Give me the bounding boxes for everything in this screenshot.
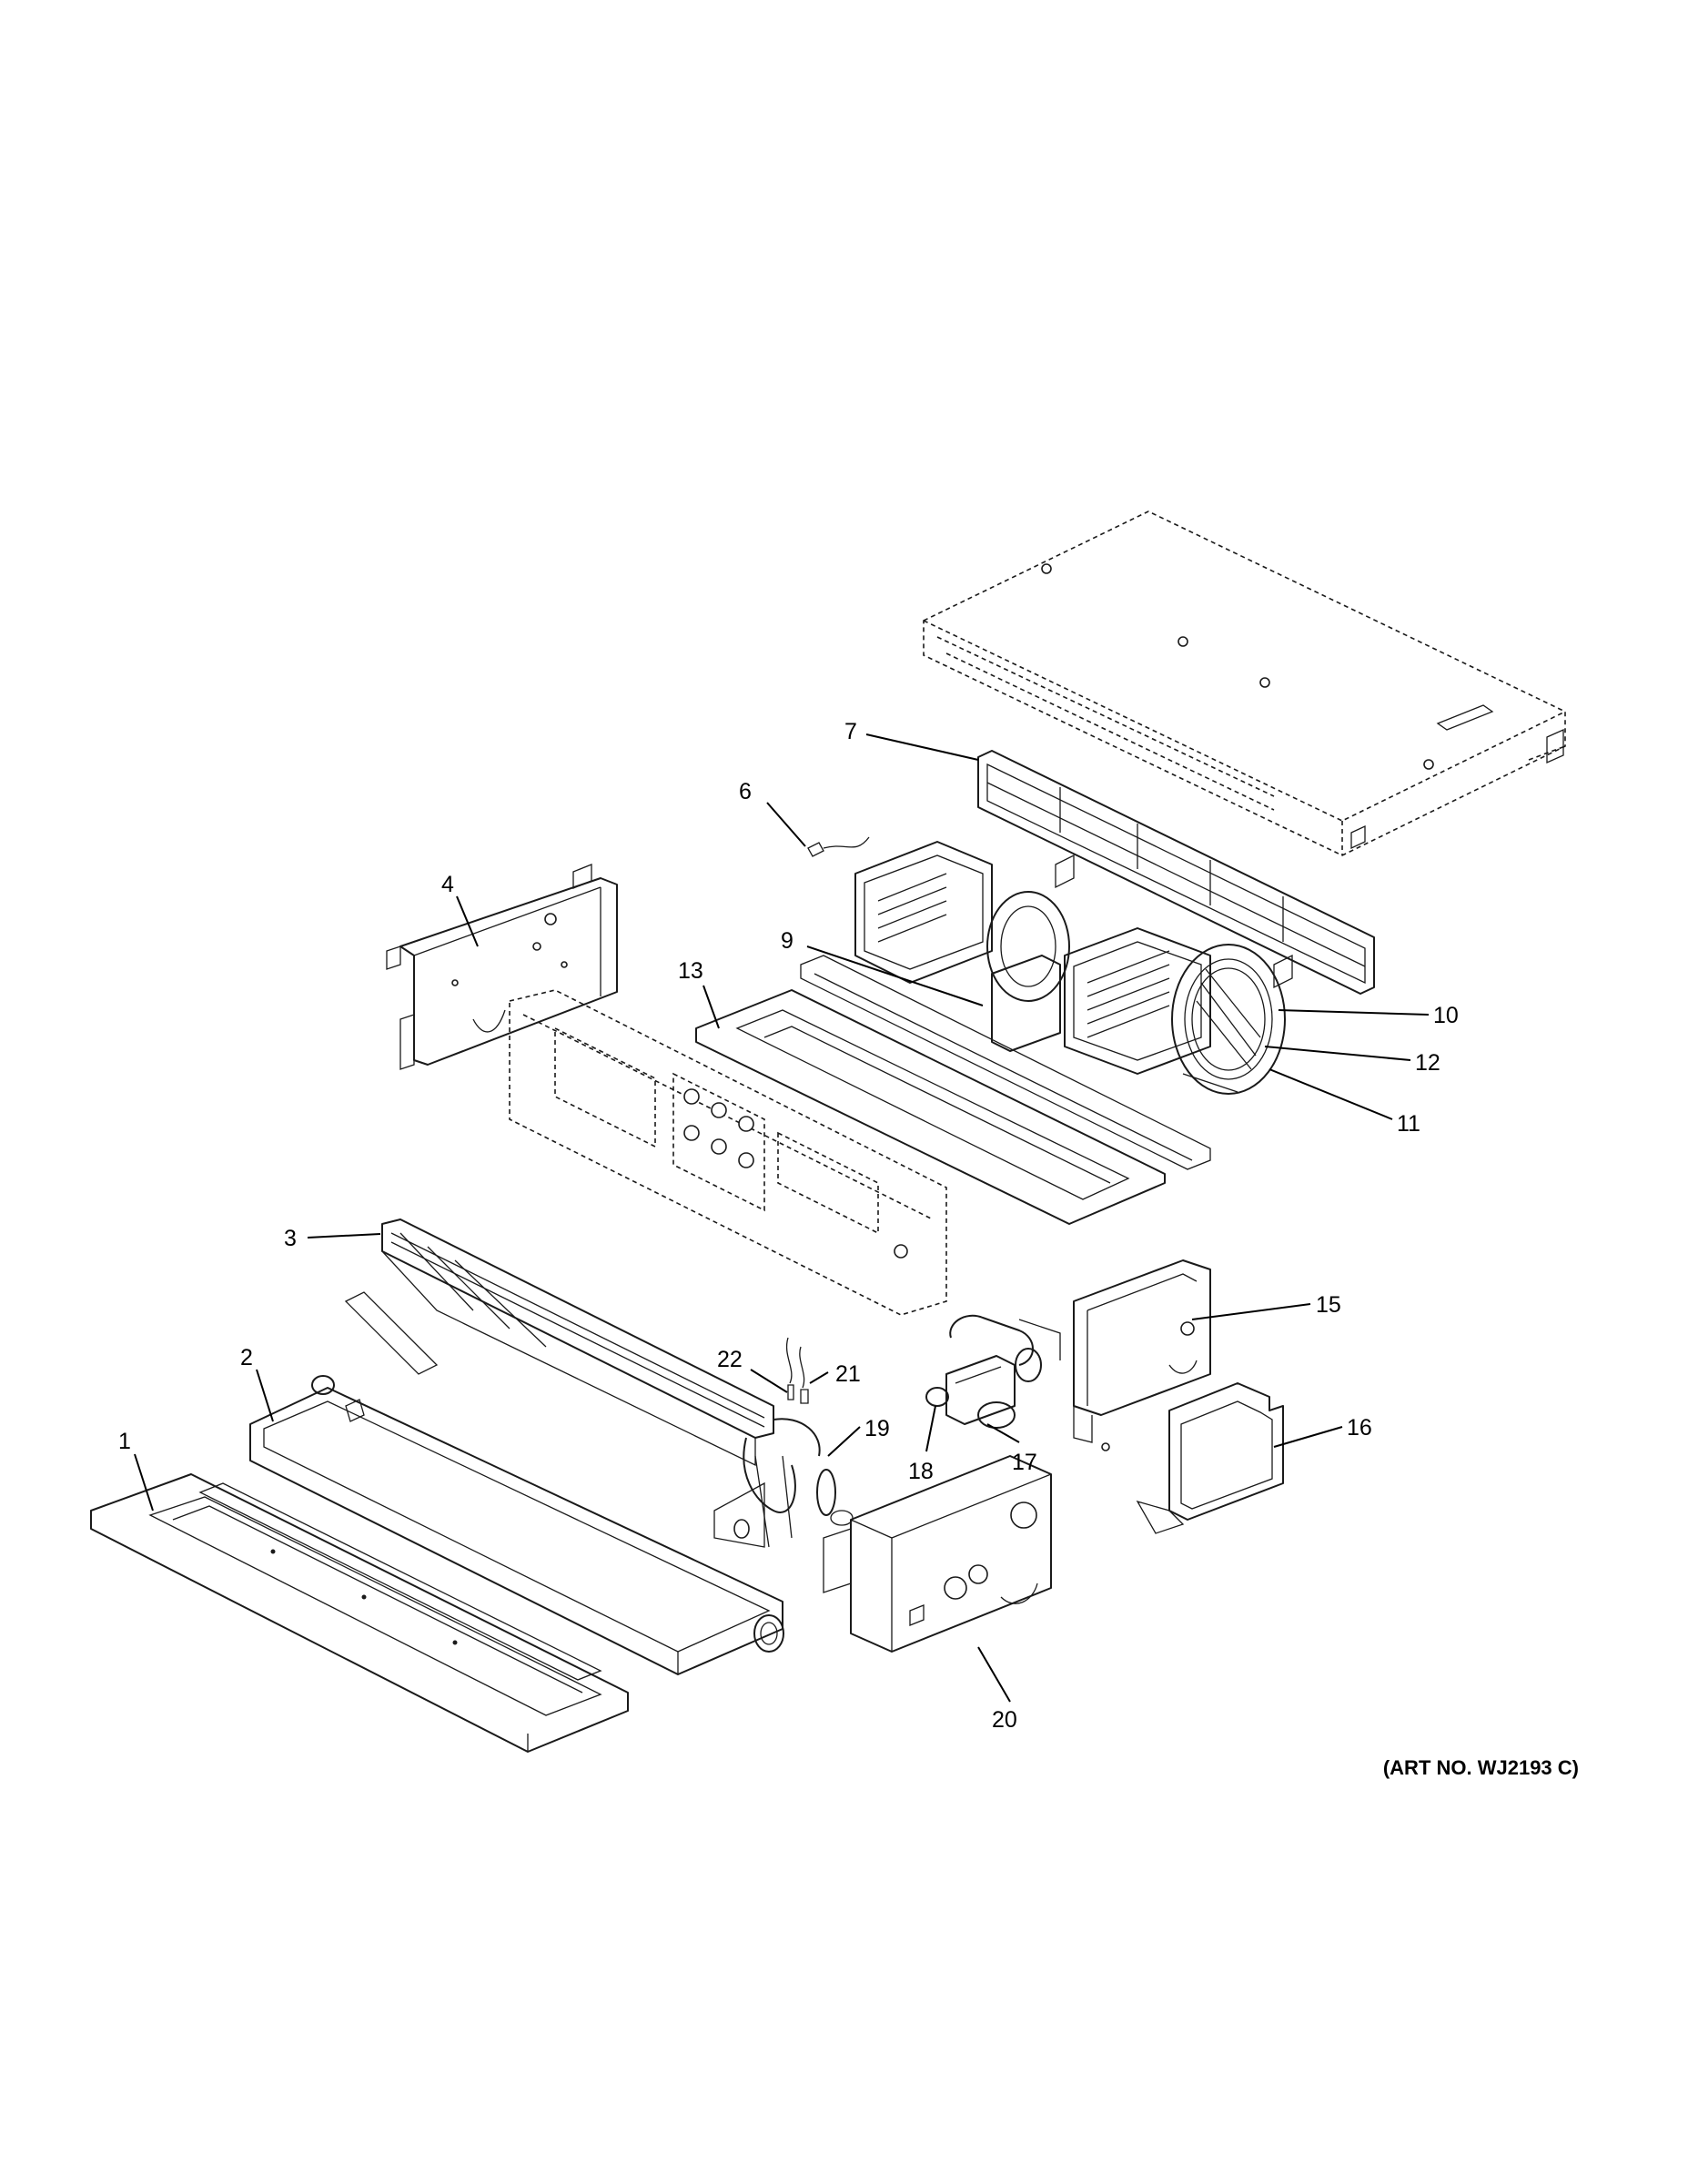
pump-assembly: [925, 1314, 1061, 1429]
callout-labels: 1 2 3 4 6 7 9 10 11 12 13 15 16 17 18 19…: [118, 719, 1459, 1733]
callout-9: 9: [781, 928, 793, 954]
callout-22: 22: [717, 1347, 743, 1372]
callout-13: 13: [678, 958, 703, 984]
part-15-bracket: [1073, 1259, 1211, 1451]
callout-20: 20: [992, 1707, 1017, 1733]
part-6-sensor: [807, 836, 870, 857]
callout-12: 12: [1415, 1050, 1440, 1076]
callout-16: 16: [1347, 1415, 1372, 1441]
callout-7: 7: [844, 719, 857, 744]
control-panel-reference: [509, 989, 947, 1316]
top-cover-reference: [923, 511, 1566, 856]
callout-18: 18: [908, 1459, 934, 1484]
callout-2: 2: [240, 1345, 253, 1370]
part-1-base-tray: [90, 1473, 629, 1753]
part-13-plate: [695, 955, 1211, 1225]
callout-6: 6: [739, 779, 752, 804]
blower-assembly: [854, 841, 1286, 1095]
callout-21: 21: [835, 1361, 861, 1387]
callout-10: 10: [1433, 1003, 1459, 1028]
part-2-drain-pan: [249, 1375, 784, 1675]
callout-17: 17: [1012, 1450, 1037, 1475]
part-7-filter: [977, 750, 1375, 995]
callout-4: 4: [441, 872, 454, 897]
part-20-control-box: [823, 1455, 1052, 1653]
callout-1: 1: [118, 1429, 131, 1454]
art-number: (ART NO. WJ2193 C): [1383, 1756, 1579, 1779]
callout-19: 19: [864, 1416, 890, 1441]
valve-tubing-assembly: [713, 1337, 854, 1548]
leader-lines: [134, 733, 1430, 1703]
callout-15: 15: [1316, 1292, 1341, 1318]
part-3-coil: [344, 1218, 774, 1467]
callout-11: 11: [1397, 1111, 1420, 1137]
callout-3: 3: [284, 1226, 297, 1251]
part-4-bracket: [386, 864, 618, 1070]
part-16-gasket: [1136, 1382, 1284, 1534]
